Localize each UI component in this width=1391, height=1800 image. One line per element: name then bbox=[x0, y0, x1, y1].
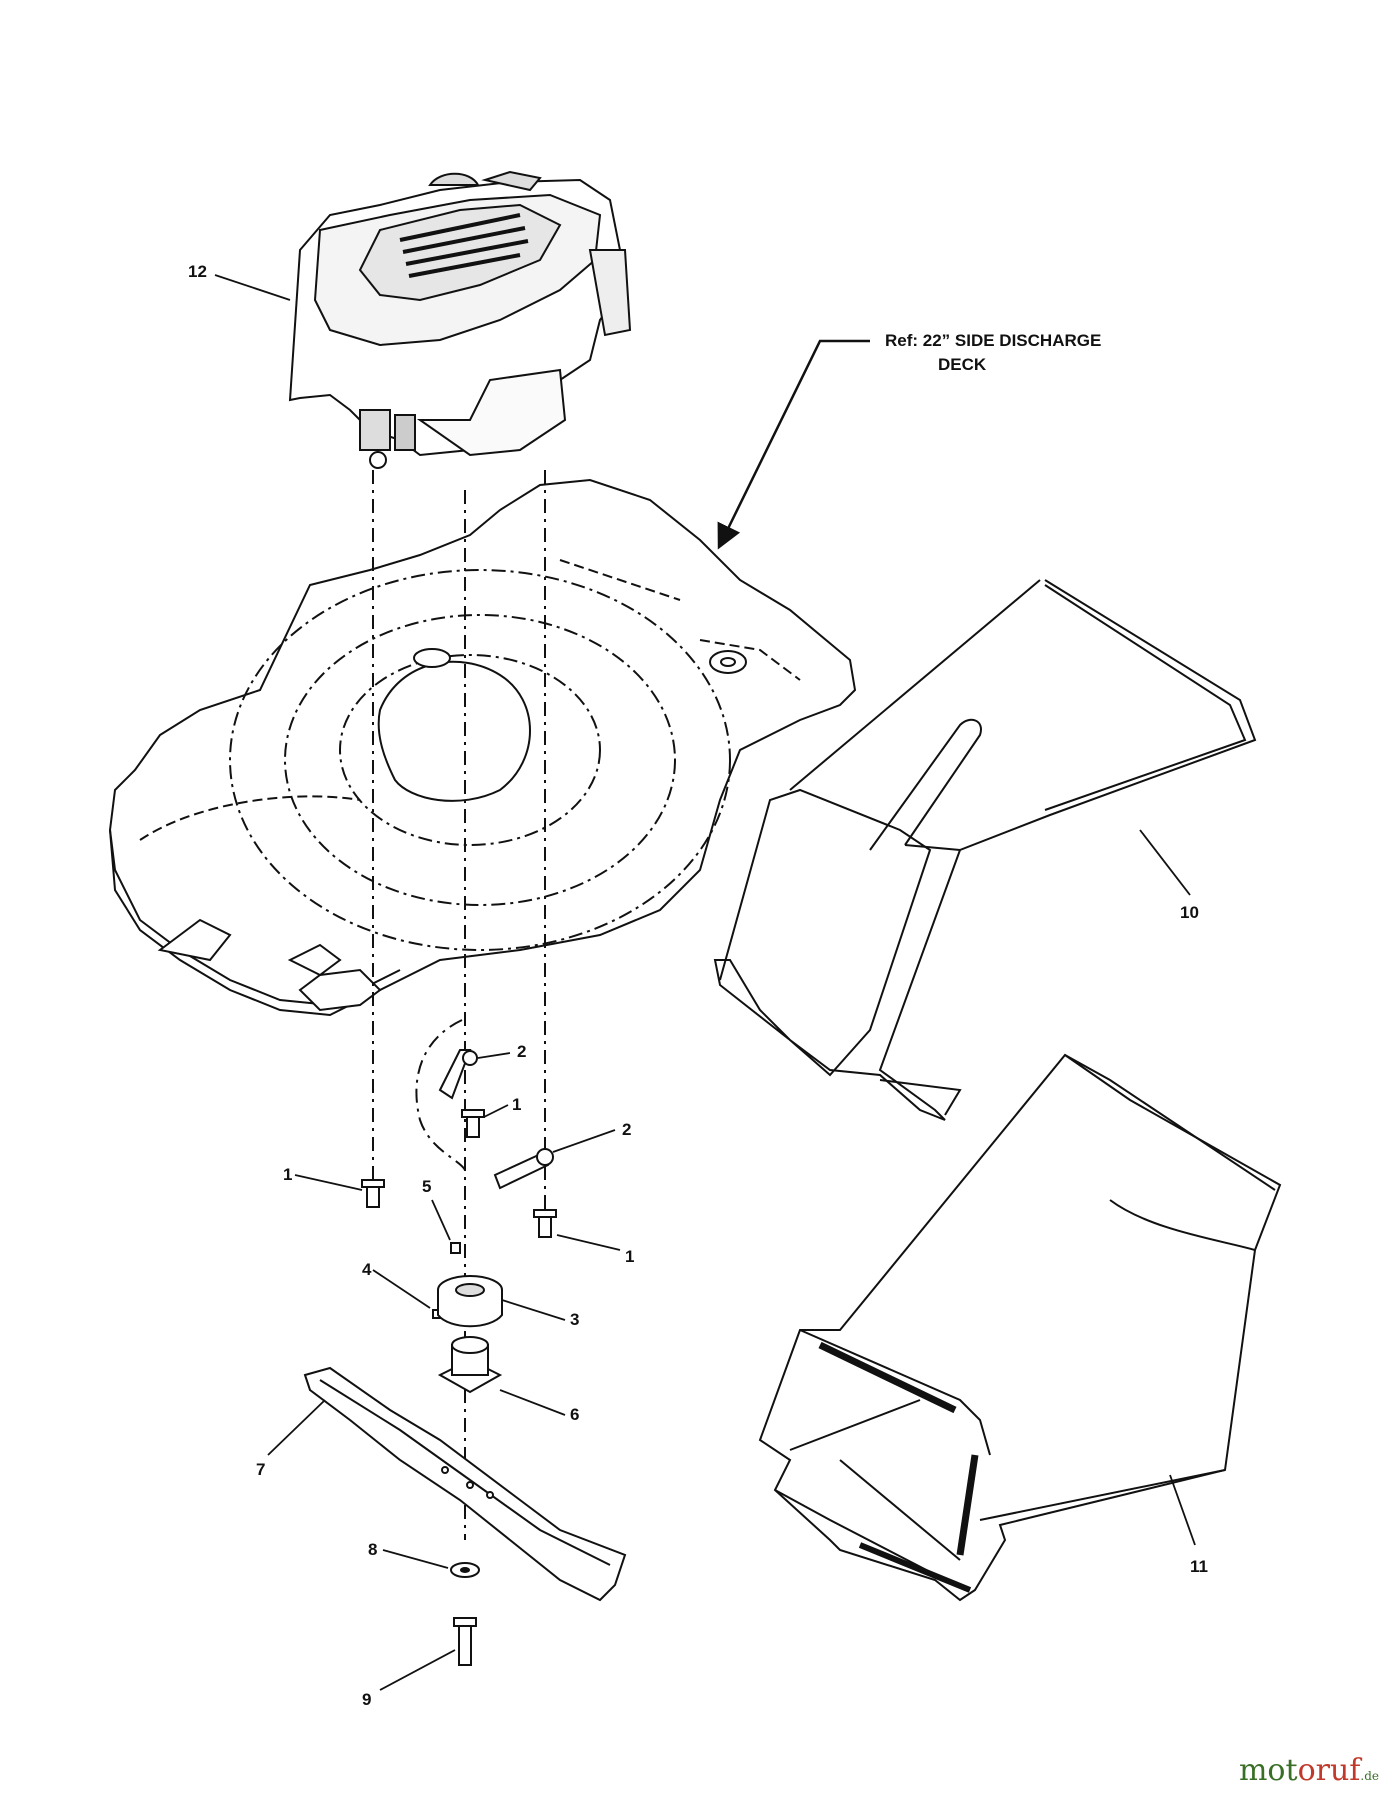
callout-8: 8 bbox=[368, 1540, 377, 1559]
callout-1-left: 1 bbox=[283, 1165, 292, 1184]
callout-numbers: 12 10 11 2 1 2 1 5 1 4 3 6 7 8 9 bbox=[188, 262, 1208, 1709]
callout-2-upper: 2 bbox=[517, 1042, 526, 1061]
callout-1-middle: 1 bbox=[512, 1095, 521, 1114]
watermark-brand-b: oruf bbox=[1297, 1753, 1361, 1788]
reference-line-1: Ref: 22” SIDE DISCHARGE bbox=[885, 331, 1101, 350]
callout-6: 6 bbox=[570, 1405, 579, 1424]
grass-bag-frame bbox=[713, 579, 1257, 1121]
reference-callout: Ref: 22” SIDE DISCHARGE DECK bbox=[717, 331, 1101, 550]
watermark-tld: .de bbox=[1360, 1769, 1379, 1783]
callout-7: 7 bbox=[256, 1460, 265, 1479]
callout-12: 12 bbox=[188, 262, 207, 281]
leader-lines bbox=[214, 274, 1196, 1691]
reference-line-2: DECK bbox=[938, 355, 987, 374]
callout-3: 3 bbox=[570, 1310, 579, 1329]
callout-9: 9 bbox=[362, 1690, 371, 1709]
watermark-logo: motoruf.de bbox=[1239, 1753, 1379, 1788]
watermark-brand-a: mot bbox=[1238, 1753, 1298, 1788]
callout-1-right: 1 bbox=[625, 1247, 634, 1266]
grass-bag bbox=[758, 1053, 1282, 1602]
mower-deck bbox=[108, 478, 857, 1017]
hardware bbox=[303, 1049, 627, 1666]
callout-11: 11 bbox=[1190, 1557, 1208, 1576]
callout-4: 4 bbox=[362, 1260, 372, 1279]
callout-5: 5 bbox=[422, 1177, 431, 1196]
callout-2-lower: 2 bbox=[622, 1120, 631, 1139]
callout-10: 10 bbox=[1180, 903, 1199, 922]
engine bbox=[288, 170, 632, 469]
